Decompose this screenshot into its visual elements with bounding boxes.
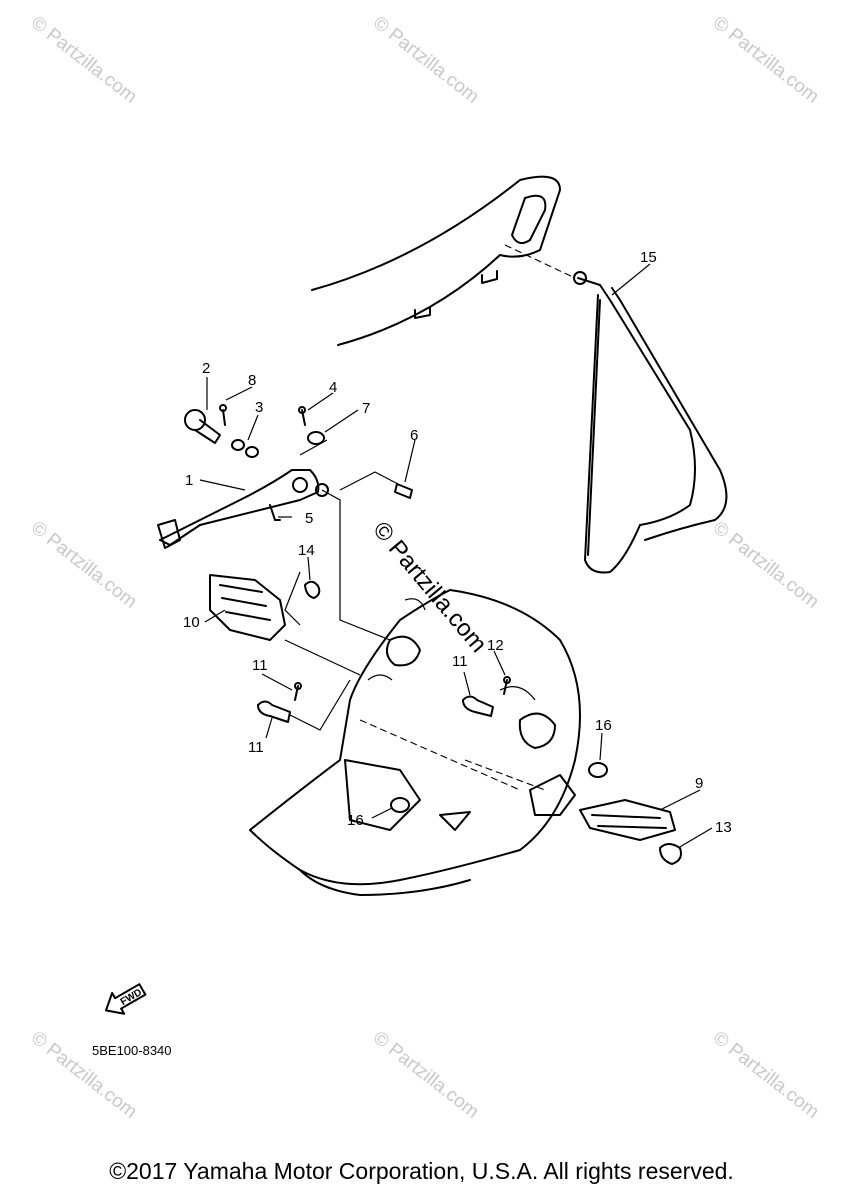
fwd-label: FWD — [119, 987, 144, 1008]
leader-lines — [199, 263, 713, 849]
callout-label: 4 — [329, 379, 337, 396]
watermark: © Partzilla.com — [369, 12, 483, 107]
callout-label: 11 — [248, 739, 264, 756]
callout-label: 10 — [183, 614, 200, 631]
callout-label: 15 — [640, 249, 657, 266]
callout-label: 11 — [252, 657, 268, 674]
callout-label: 2 — [202, 360, 210, 377]
watermark: © Partzilla.com — [27, 1027, 141, 1122]
watermark: © Partzilla.com — [709, 517, 823, 612]
callout-label: 1 — [185, 472, 193, 489]
diagram-code: 5BE100-8340 — [92, 1043, 172, 1058]
callout-label: 8 — [248, 372, 256, 389]
callout-label: 3 — [255, 399, 263, 416]
fasteners — [257, 676, 511, 731]
callout-label: 13 — [715, 819, 732, 836]
engine-outline — [249, 589, 581, 896]
watermark: © Partzilla.com — [369, 1027, 483, 1122]
right-footpeg — [359, 719, 682, 865]
watermark: © Partzilla.com — [27, 12, 141, 107]
frame-outline — [311, 175, 561, 346]
callout-label: 11 — [452, 653, 468, 670]
watermark: © Partzilla.com — [709, 12, 823, 107]
callout-label: 16 — [595, 717, 612, 734]
callout-label: 7 — [362, 400, 370, 417]
callout-label: 5 — [305, 510, 313, 527]
left-footpeg — [209, 571, 361, 676]
callout-label: 6 — [410, 427, 418, 444]
brake-pedal-assembly — [157, 404, 413, 641]
callout-label: 16 — [347, 812, 364, 829]
callout-label: 12 — [487, 637, 504, 654]
fwd-arrow-icon: FWD — [105, 983, 147, 1015]
callout-label: 9 — [695, 775, 703, 792]
watermark: © Partzilla.com — [27, 517, 141, 612]
callouts: 1 2 3 4 5 6 7 8 9 10 11 11 11 12 13 14 1… — [183, 249, 732, 836]
watermark: © Partzilla.com — [709, 1027, 823, 1122]
copyright-notice: ©2017 Yamaha Motor Corporation, U.S.A. A… — [109, 1158, 734, 1184]
callout-label: 14 — [298, 542, 315, 559]
rear-stand — [504, 244, 728, 574]
